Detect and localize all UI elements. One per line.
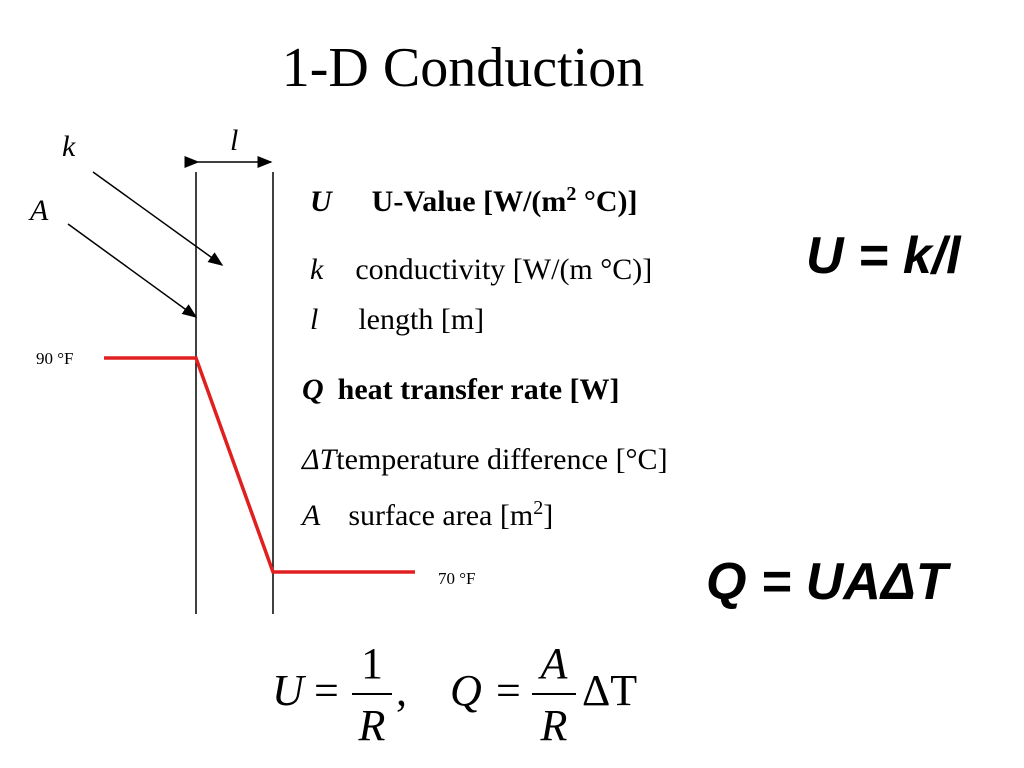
formula-q-symbol: Q — [450, 666, 482, 715]
definition-superscript: 2 — [533, 497, 544, 519]
fraction-bar — [532, 693, 576, 695]
hot-temperature-label: 90 °F — [36, 349, 74, 368]
heat-transfer-equation: Q = UAΔT — [706, 553, 948, 611]
definition-text: heat transfer rate [W] — [337, 373, 620, 406]
conductivity-pointer-arrow — [92, 171, 224, 266]
area-pointer-arrow — [67, 223, 198, 318]
definition-text-end: ] — [543, 499, 554, 532]
page-title: 1-D Conduction — [281, 37, 645, 99]
formula-equals-2: = — [496, 666, 521, 715]
conductivity-label: k — [62, 130, 76, 163]
cold-temperature-label: 70 °F — [438, 569, 476, 588]
definition-text: temperature difference [°C] — [336, 443, 668, 476]
formula-numerator-a: A — [540, 639, 568, 688]
definition-k: k conductivity [W/(m °C)] — [310, 252, 652, 288]
definition-superscript: 2 — [566, 183, 577, 205]
length-label: l — [230, 124, 239, 157]
temperature-profile — [104, 356, 415, 574]
definition-symbol: U — [310, 185, 332, 218]
definition-delta-t: ΔTtemperature difference [°C] — [302, 442, 668, 478]
definition-text: conductivity [W/(m °C)] — [355, 253, 653, 286]
definition-text: surface area [m — [348, 499, 534, 532]
area-label: A — [30, 194, 49, 227]
definition-symbol: ΔT — [302, 443, 337, 476]
definition-symbol: Q — [302, 373, 324, 406]
definition-u: U U-Value [W/(m2 °C)] — [310, 176, 638, 220]
formula-denominator-r: R — [358, 701, 386, 750]
formula-u-symbol: U — [272, 666, 304, 715]
definition-symbol: k — [310, 253, 324, 286]
formula-comma: , — [396, 666, 407, 715]
formula-numerator-one: 1 — [361, 639, 383, 688]
definition-text: U-Value [W/(m — [371, 185, 567, 218]
definition-l: l length [m] — [310, 302, 484, 338]
formula-delta-t: ΔT — [582, 666, 638, 715]
fraction-bar — [352, 693, 392, 695]
definition-text: length [m] — [358, 303, 485, 336]
definition-symbol: l — [310, 303, 319, 336]
formula-equals-1: = — [314, 666, 339, 715]
definition-symbol: A — [302, 499, 321, 532]
definition-text-end: °C)] — [576, 185, 638, 218]
u-value-equation: U = k/l — [806, 227, 961, 285]
formula-denominator-r: R — [540, 701, 568, 750]
